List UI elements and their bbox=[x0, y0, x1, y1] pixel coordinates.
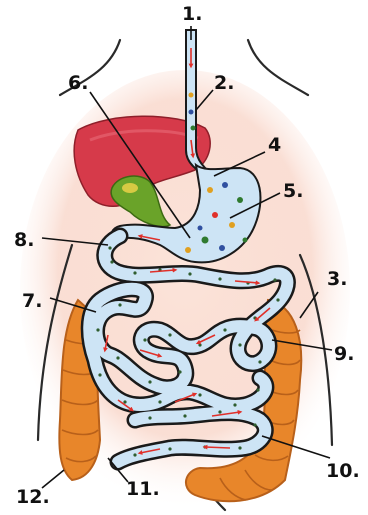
label-8: 8. bbox=[14, 231, 34, 250]
label-6: 6. bbox=[68, 74, 88, 93]
label-2: 2. bbox=[214, 74, 234, 93]
label-4: 4 bbox=[268, 136, 281, 155]
label-10: 10. bbox=[326, 462, 360, 481]
label-5: 5. bbox=[283, 182, 303, 201]
label-1: 1. bbox=[182, 5, 202, 24]
label-3: 3. bbox=[327, 270, 347, 289]
label-11: 11. bbox=[126, 480, 160, 499]
label-9: 9. bbox=[334, 345, 354, 364]
gallbladder-highlight bbox=[122, 183, 138, 193]
label-12: 12. bbox=[16, 488, 50, 507]
label-7: 7. bbox=[22, 292, 42, 311]
